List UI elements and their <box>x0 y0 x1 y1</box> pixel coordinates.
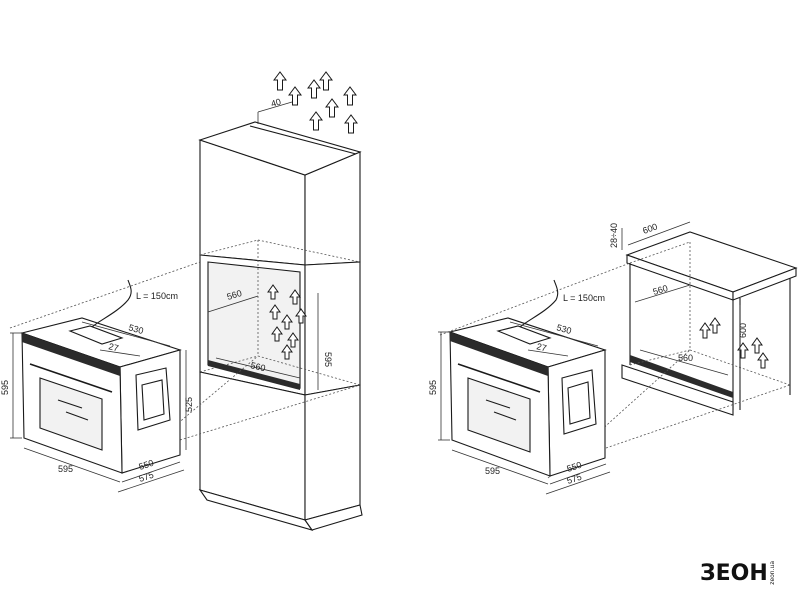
oven-left: L = 150cm 530 27 595 525 595 550 575 <box>0 279 194 493</box>
cable-length-right: L = 150cm <box>563 293 605 303</box>
lower-cabinet-side <box>304 384 361 521</box>
dim-600-side: 600 <box>738 323 748 338</box>
dim-40-label: 40 <box>270 97 282 109</box>
dim-27-right: 27 <box>536 341 548 353</box>
dim-575-left: 575 <box>138 470 155 484</box>
power-cable-right <box>519 279 559 328</box>
dim-28-40: 28÷40 <box>609 223 619 248</box>
dim-530-right: 530 <box>555 322 572 336</box>
upper-cabinet-top <box>198 121 362 176</box>
dim-595-height-right: 595 <box>428 380 438 395</box>
column-cabinet: 40 560 560 595 <box>198 71 363 531</box>
counter-cabinet: 28÷40 600 560 600 560 <box>609 221 798 416</box>
brand-logo-text: ЗЕОН <box>700 560 768 586</box>
cabinet-airflow <box>699 317 769 369</box>
dim-550-left: 550 <box>138 458 155 472</box>
top-airflow <box>273 71 358 134</box>
dim-595-width-left: 595 <box>58 464 73 474</box>
dim-595-niche: 595 <box>323 352 333 367</box>
dim-600-top: 600 <box>641 221 659 236</box>
dim-595-width-right: 595 <box>485 466 500 476</box>
airflow-arrow-icon <box>273 71 287 91</box>
dim-560-bottom-left: 560 <box>250 360 267 373</box>
dim-530-left: 530 <box>127 322 144 336</box>
power-cable <box>91 279 132 328</box>
oven-right: L = 150cm 530 27 595 595 550 575 <box>428 279 611 495</box>
cable-length-left: L = 150cm <box>136 291 178 301</box>
niche-airflow <box>267 284 307 360</box>
dim-595-height-left: 595 <box>0 380 10 395</box>
dim-560-top-right: 560 <box>652 283 669 297</box>
dim-575-right: 575 <box>566 472 583 486</box>
dim-27-left: 27 <box>108 341 120 353</box>
brand-logo: ЗЕОН zeon.ua <box>700 560 776 586</box>
brand-logo-sub: zeon.ua <box>768 561 776 585</box>
dim-525-left: 525 <box>184 397 194 412</box>
dim-560-bottom-right: 560 <box>678 353 693 363</box>
dim-560-top-left: 560 <box>226 288 243 302</box>
dim-550-right: 550 <box>566 460 583 474</box>
